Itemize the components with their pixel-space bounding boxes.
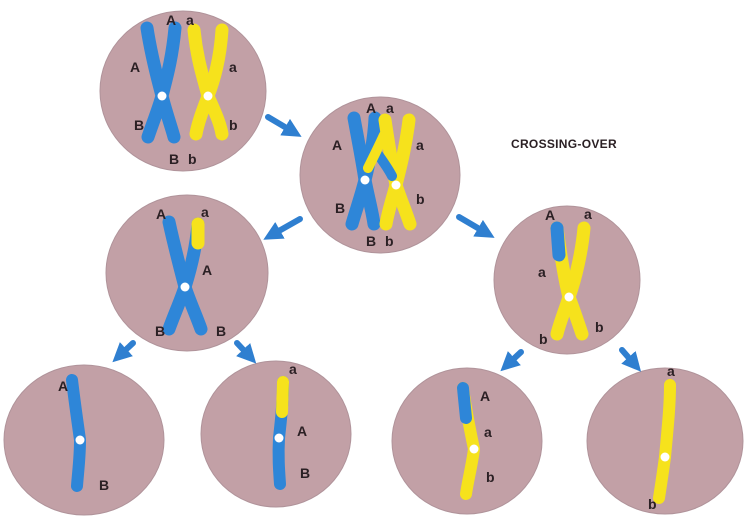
allele-label: B [134, 117, 144, 133]
allele-label: a [289, 361, 297, 377]
allele-label: A [202, 262, 212, 278]
allele-label: a [416, 137, 424, 153]
allele-label: a [584, 206, 592, 222]
arrow-icon [270, 219, 300, 236]
cell-parent: A a A a B b B b [100, 11, 266, 171]
cell-gamete-1: A B [4, 365, 164, 515]
allele-label: A [156, 206, 166, 222]
arrow-icon [118, 343, 133, 357]
allele-label: B [155, 323, 165, 339]
centromere [158, 92, 167, 101]
allele-label: A [297, 423, 307, 439]
centromere [181, 283, 190, 292]
allele-label: B [216, 323, 226, 339]
allele-label: b [416, 191, 425, 207]
centromere [392, 181, 401, 190]
cell-right-middle: A a a b b [494, 206, 640, 354]
allele-label: b [188, 151, 197, 167]
allele-label: B [99, 477, 109, 493]
arrow-icon [622, 350, 636, 366]
allele-label: a [667, 363, 675, 379]
arrow-icon [459, 217, 488, 234]
allele-label: a [386, 100, 394, 116]
cell-gamete-3: A a b [392, 368, 542, 514]
cell-gamete-4: a b [587, 363, 743, 514]
allele-label: A [130, 59, 140, 75]
allele-label: a [484, 424, 492, 440]
centromere [361, 176, 370, 185]
allele-label: A [332, 137, 342, 153]
arrow-icon [506, 352, 521, 366]
allele-label: a [538, 264, 546, 280]
allele-label: a [229, 59, 237, 75]
allele-label: b [539, 331, 548, 347]
allele-label: b [595, 319, 604, 335]
arrow-icon [237, 343, 251, 358]
allele-label: A [58, 378, 68, 394]
allele-label: A [480, 388, 490, 404]
allele-label: b [486, 469, 495, 485]
allele-label: B [335, 200, 345, 216]
centromere [661, 453, 670, 462]
centromere [76, 436, 85, 445]
allele-label: b [648, 496, 657, 512]
allele-label: A [545, 207, 555, 223]
cell-body [100, 11, 266, 171]
allele-label: b [385, 233, 394, 249]
cell-crossover: A a A a B b B b [300, 97, 460, 253]
allele-label: B [366, 233, 376, 249]
allele-label: a [186, 12, 194, 28]
cell-left-middle: A a A B B [106, 195, 268, 351]
allele-label: b [229, 117, 238, 133]
allele-label: A [166, 12, 176, 28]
centromere [470, 445, 479, 454]
centromere [204, 92, 213, 101]
allele-label: B [300, 465, 310, 481]
allele-label: B [169, 151, 179, 167]
diagram-title: CROSSING-OVER [511, 137, 617, 151]
cell-gamete-2: a A B [201, 361, 351, 507]
arrow-icon [268, 117, 295, 133]
allele-label: a [201, 204, 209, 220]
allele-label: A [366, 100, 376, 116]
centromere [275, 434, 284, 443]
centromere [565, 293, 574, 302]
